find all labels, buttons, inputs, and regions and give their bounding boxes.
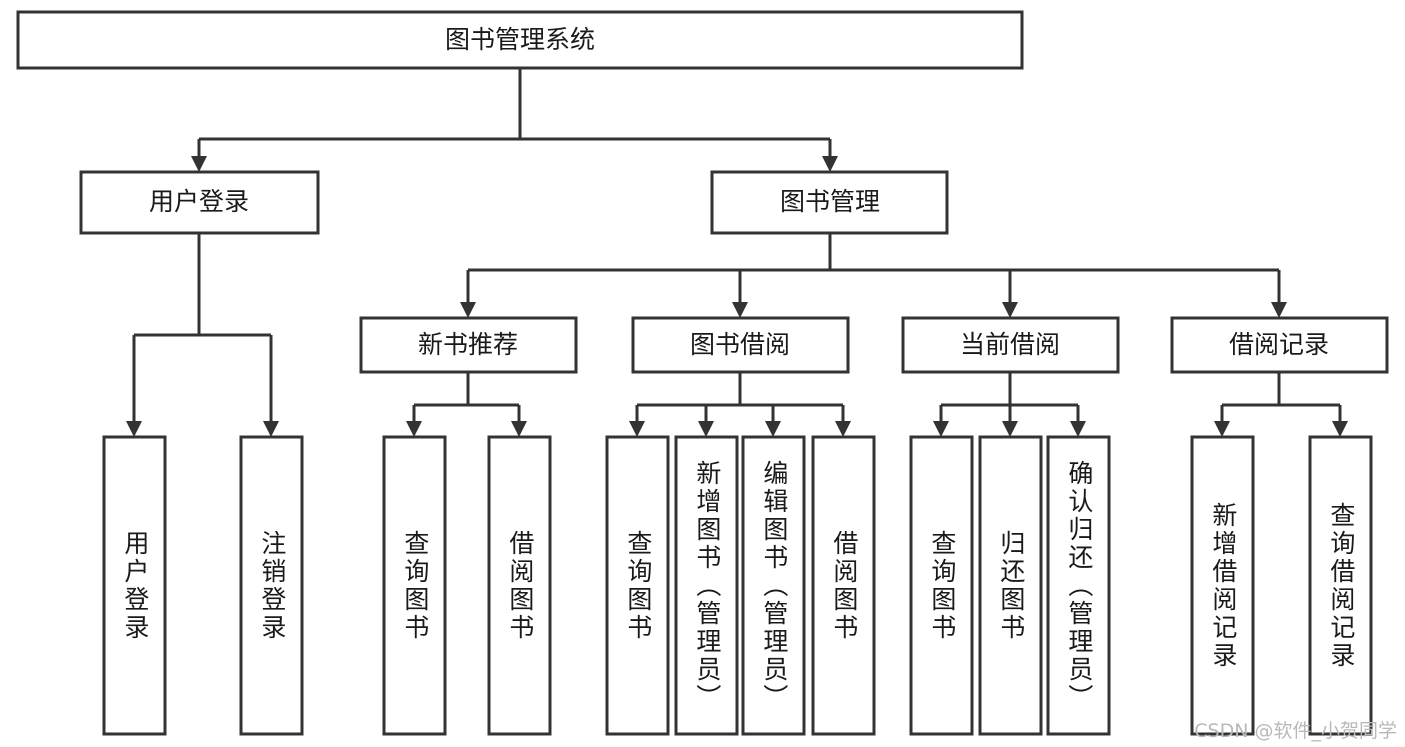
leaf-br-query-record-fo: 查询借阅记录 [1326, 501, 1356, 670]
leaf-node[interactable]: 查询借阅记录 [1308, 435, 1373, 736]
node-current-borrow-box[interactable] [901, 316, 1120, 374]
arrow-bb-leaf-2 [698, 421, 714, 437]
arrow-to-borrow-record [1271, 302, 1287, 318]
leaf-node[interactable]: 借阅图书 [811, 435, 876, 736]
node-book-manage[interactable]: 图书管理 [710, 170, 949, 235]
leaf-bb-query-book-label: 查询图书 [623, 529, 653, 642]
leaf-node[interactable]: 查询图书 [382, 435, 447, 736]
leaf-node[interactable]: 借阅图书 [487, 435, 552, 736]
leaf-bb-add-book-label: 新增图书（管理员） [692, 459, 722, 712]
arrow-cb-leaf-3 [1070, 421, 1086, 437]
arrow-nb-leaf-2 [511, 421, 527, 437]
leaf-bb-add-book-fo: 新增图书（管理员） [692, 459, 722, 712]
leaf-user-login-label: 用户登录 [120, 529, 150, 642]
leaf-nb-borrow-book-label: 借阅图书 [505, 529, 535, 642]
arrow-to-new-book-recommend [460, 302, 476, 318]
leaf-nb-borrow-book-fo: 借阅图书 [505, 529, 535, 642]
node-new-book-recommend-box[interactable] [359, 316, 578, 374]
arrow-root-to-user-login [191, 156, 207, 172]
leaf-br-add-record-label: 新增借阅记录 [1208, 501, 1238, 670]
node-user-login[interactable]: 用户登录 [79, 170, 320, 235]
leaf-logout-label: 注销登录 [257, 529, 287, 642]
leaf-bb-query-book-box[interactable] [605, 435, 670, 736]
leaf-nb-borrow-book-box[interactable] [487, 435, 552, 736]
arrow-bb-leaf-3 [765, 421, 781, 437]
arrow-br-leaf-2 [1332, 421, 1348, 437]
node-user-login-box[interactable] [79, 170, 320, 235]
leaf-logout-box[interactable] [239, 435, 304, 736]
arrow-to-leaf-logout [263, 421, 279, 437]
node-root-label: 图书管理系统 [445, 25, 595, 54]
node-user-login-label: 用户登录 [149, 187, 249, 216]
node-new-book-recommend[interactable]: 新书推荐 [359, 316, 578, 374]
arrow-cb-leaf-1 [933, 421, 949, 437]
leaf-bb-edit-book-fo: 编辑图书（管理员） [759, 459, 789, 712]
csdn-watermark: CSDN @软件_小贺同学 [1194, 720, 1397, 742]
arrow-to-book-borrow [732, 302, 748, 318]
leaf-node[interactable]: 用户登录 [102, 435, 167, 736]
node-root-box[interactable] [16, 10, 1024, 70]
node-root[interactable]: 图书管理系统 [16, 10, 1024, 70]
arrow-br-leaf-1 [1214, 421, 1230, 437]
leaf-node[interactable]: 查询图书 [909, 435, 974, 736]
leaf-bb-query-book-fo: 查询图书 [623, 529, 653, 642]
leaf-user-login-fo: 用户登录 [120, 529, 150, 642]
node-new-book-recommend-label: 新书推荐 [418, 330, 518, 359]
leaf-node[interactable]: 编辑图书（管理员） [741, 435, 806, 736]
leaf-cb-query-book-fo: 查询图书 [927, 529, 957, 642]
leaf-br-query-record-label: 查询借阅记录 [1326, 501, 1356, 670]
node-book-borrow-box[interactable] [631, 316, 850, 374]
leaf-user-login-box[interactable] [102, 435, 167, 736]
node-book-manage-box[interactable] [710, 170, 949, 235]
leaf-node[interactable]: 归还图书 [978, 435, 1043, 736]
arrow-to-leaf-user-login [126, 421, 142, 437]
node-borrow-record-box[interactable] [1170, 316, 1389, 374]
leaf-bb-edit-book-box[interactable] [741, 435, 806, 736]
leaf-bb-borrow-book-box[interactable] [811, 435, 876, 736]
leaf-cb-return-book-label: 归还图书 [996, 529, 1026, 642]
leaf-nb-query-book-box[interactable] [382, 435, 447, 736]
arrow-to-current-borrow [1002, 302, 1018, 318]
node-book-borrow-label: 图书借阅 [690, 330, 790, 359]
connector-layer [126, 68, 1348, 437]
leaf-br-query-record-box[interactable] [1308, 435, 1373, 736]
arrow-root-to-book-manage [822, 156, 838, 172]
leaf-node[interactable]: 查询图书 [605, 435, 670, 736]
node-borrow-record[interactable]: 借阅记录 [1170, 316, 1389, 374]
leaf-nb-query-book-label: 查询图书 [400, 529, 430, 642]
leaf-node[interactable]: 新增借阅记录 [1190, 435, 1255, 736]
leaf-cb-confirm-return-fo: 确认归还（管理员） [1064, 459, 1094, 712]
leaf-br-add-record-box[interactable] [1190, 435, 1255, 736]
node-current-borrow-label: 当前借阅 [960, 330, 1060, 359]
leaf-cb-confirm-return-label: 确认归还（管理员） [1064, 459, 1094, 712]
arrow-bb-leaf-4 [835, 421, 851, 437]
node-book-manage-label: 图书管理 [780, 187, 880, 216]
leaf-cb-return-book-box[interactable] [978, 435, 1043, 736]
node-borrow-record-label: 借阅记录 [1229, 330, 1329, 359]
leaf-br-add-record-fo: 新增借阅记录 [1208, 501, 1238, 670]
leaf-cb-return-book-fo: 归还图书 [996, 529, 1026, 642]
leaf-nb-query-book-fo: 查询图书 [400, 529, 430, 642]
leaf-cb-query-book-box[interactable] [909, 435, 974, 736]
leaf-node[interactable]: 确认归还（管理员） [1046, 435, 1111, 736]
leaf-logout-fo: 注销登录 [257, 529, 287, 642]
leaf-cb-query-book-label: 查询图书 [927, 529, 957, 642]
leaf-bb-edit-book-label: 编辑图书（管理员） [759, 459, 789, 712]
arrow-cb-leaf-2 [1002, 421, 1018, 437]
leaf-cb-confirm-return-box[interactable] [1046, 435, 1111, 736]
leaf-bb-add-book-box[interactable] [674, 435, 739, 736]
arrow-nb-leaf-1 [406, 421, 422, 437]
arrow-bb-leaf-1 [629, 421, 645, 437]
node-current-borrow[interactable]: 当前借阅 [901, 316, 1120, 374]
leaf-bb-borrow-book-fo: 借阅图书 [829, 529, 859, 642]
leaf-node[interactable]: 新增图书（管理员） [674, 435, 739, 736]
node-book-borrow[interactable]: 图书借阅 [631, 316, 850, 374]
leaf-bb-borrow-book-label: 借阅图书 [829, 529, 859, 642]
leaf-node[interactable]: 注销登录 [239, 435, 304, 736]
